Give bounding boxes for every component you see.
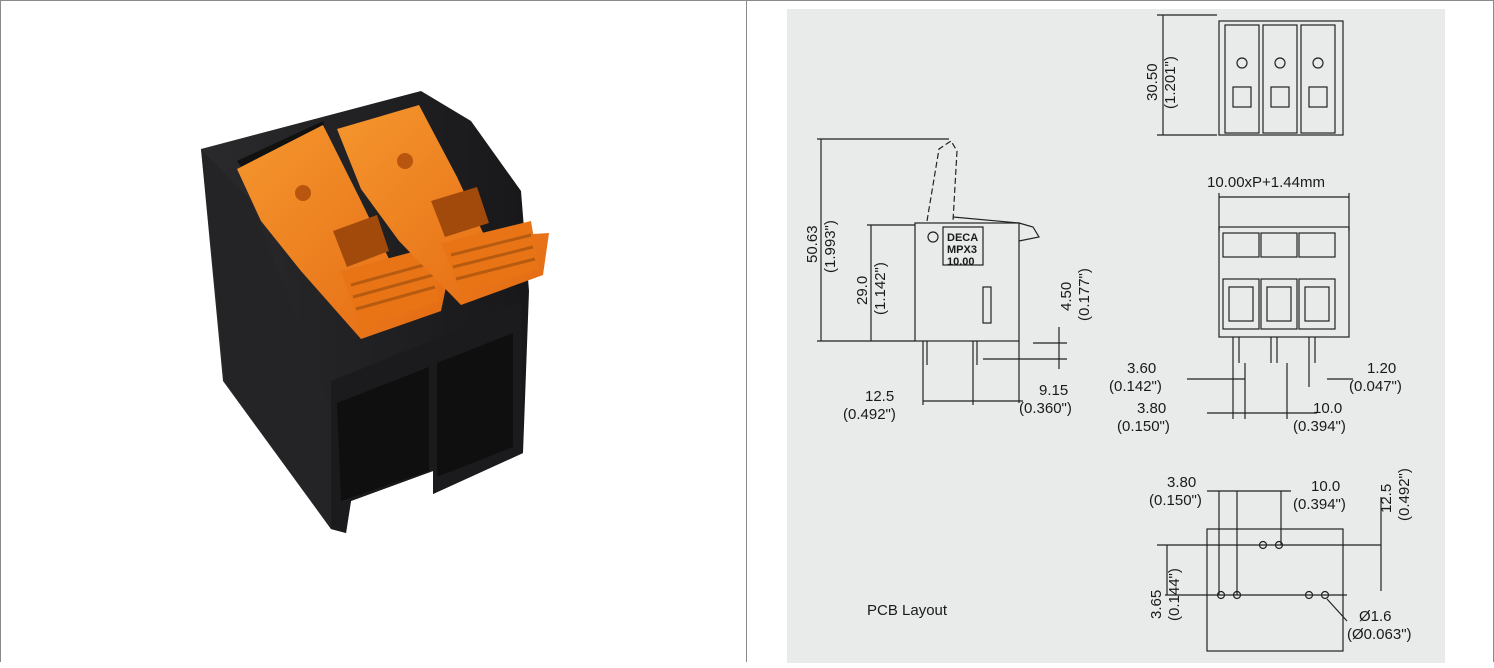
pcb-layout bbox=[1157, 490, 1382, 652]
pcb-row: 12.5 bbox=[1378, 484, 1395, 513]
front-dim-a-inch: (0.142") bbox=[1109, 378, 1162, 395]
pcb-hole: Ø1.6 bbox=[1359, 608, 1392, 625]
body-marking-3: 10.00 bbox=[947, 256, 975, 268]
front-dim-a: 3.60 bbox=[1127, 360, 1156, 377]
pcb-row-inch: (0.492") bbox=[1396, 468, 1413, 521]
pcb-offset: 3.65 bbox=[1148, 590, 1165, 619]
lever-right bbox=[337, 105, 549, 305]
pcb-pitch: 10.0 bbox=[1311, 478, 1340, 495]
pin-spacing-label: 12.5 bbox=[865, 388, 894, 405]
lever-left bbox=[237, 125, 451, 339]
product-photo bbox=[201, 91, 549, 533]
pcb-dim-a-inch: (0.150") bbox=[1149, 492, 1202, 509]
front-pin-width-inch: (0.047") bbox=[1349, 378, 1402, 395]
drawing-svg: 30.50 (1.201") DECA MPX3 10.00 50.63 (1.… bbox=[804, 14, 1413, 652]
front-view bbox=[1187, 193, 1353, 419]
pcb-layout-label: PCB Layout bbox=[867, 602, 948, 619]
side-view bbox=[817, 138, 1067, 405]
pin-length-inch: (0.177") bbox=[1076, 268, 1093, 321]
front-dim-b: 3.80 bbox=[1137, 400, 1166, 417]
product-photo-cell bbox=[0, 0, 746, 662]
pcb-pitch-inch: (0.394") bbox=[1293, 496, 1346, 513]
pcb-offset-inch: (0.144") bbox=[1166, 568, 1183, 621]
body-marking-2: MPX3 bbox=[947, 244, 977, 256]
pcb-hole-inch: (Ø0.063") bbox=[1347, 626, 1412, 643]
technical-drawing: 30.50 (1.201") DECA MPX3 10.00 50.63 (1.… bbox=[787, 9, 1445, 663]
offset-inch: (0.360") bbox=[1019, 400, 1072, 417]
front-pin-width: 1.20 bbox=[1367, 360, 1396, 377]
top-depth-inch: (1.201") bbox=[1162, 56, 1179, 109]
width-formula: 10.00xP+1.44mm bbox=[1207, 174, 1325, 191]
pin-length-label: 4.50 bbox=[1058, 282, 1075, 311]
pcb-dim-a: 3.80 bbox=[1167, 474, 1196, 491]
body-marking-1: DECA bbox=[947, 232, 978, 244]
front-pitch: 10.0 bbox=[1313, 400, 1342, 417]
top-view bbox=[1157, 14, 1344, 136]
body-height-label: 29.0 bbox=[854, 276, 871, 305]
front-dim-b-inch: (0.150") bbox=[1117, 418, 1170, 435]
pin-spacing-inch: (0.492") bbox=[843, 406, 896, 423]
drawing-cell: 30.50 (1.201") DECA MPX3 10.00 50.63 (1.… bbox=[746, 0, 1494, 663]
top-depth-label: 30.50 bbox=[1144, 63, 1161, 101]
body-height-inch: (1.142") bbox=[872, 262, 889, 315]
overall-height-label: 50.63 bbox=[804, 225, 821, 263]
front-pitch-inch: (0.394") bbox=[1293, 418, 1346, 435]
offset-label: 9.15 bbox=[1039, 382, 1068, 399]
overall-height-inch: (1.993") bbox=[822, 220, 839, 273]
